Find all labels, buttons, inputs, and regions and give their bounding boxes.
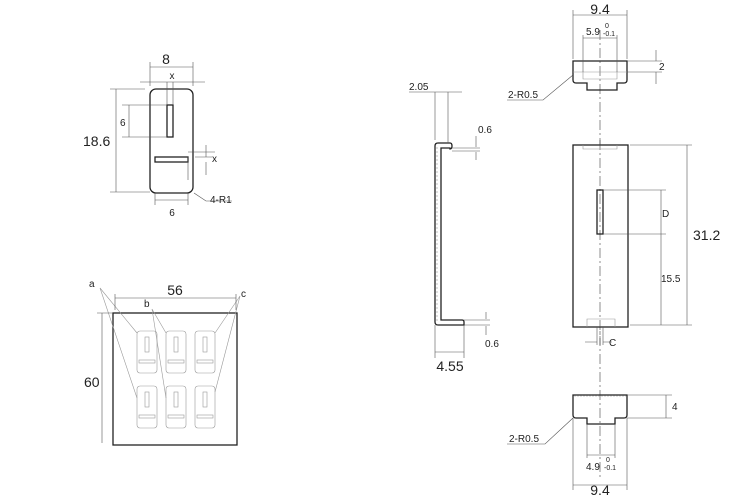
dim-top-radius: 2-R0.5 (508, 90, 538, 101)
dim-slot-offset: x (212, 154, 217, 165)
dim-top-flange: 2.05 (409, 82, 429, 93)
dim-bottom-flange: 4.55 (436, 358, 463, 374)
dim-slot-width: x (170, 71, 175, 82)
dim-body-height: 31.2 (693, 227, 720, 243)
tol-upper: 0 (605, 23, 609, 30)
dim-top-inner: 5.9 (586, 27, 600, 38)
tol-upper-bottom: 0 (606, 457, 610, 464)
top-cap: 9.4 5.9 0 -0.1 2 2-R0.5 (507, 1, 665, 101)
dim-slot-position: 15.5 (661, 274, 681, 285)
dim-height: 18.6 (83, 133, 110, 149)
front-view: 8 x 18.6 6 x 6 4-R1 (83, 51, 232, 219)
dim-bottom-height: 4 (672, 402, 678, 413)
dim-radius: 4-R1 (210, 195, 232, 206)
dim-width: 8 (162, 51, 170, 67)
horizontal-slot (154, 156, 189, 163)
body-slot (596, 189, 604, 235)
main-body: D 15.5 31.2 C (572, 140, 720, 349)
dim-bottom-radius: 2-R0.5 (509, 434, 539, 445)
side-profile: 2.05 0.6 0.6 4.55 (409, 82, 499, 374)
bottom-cap: 4 2-R0.5 4.9 0 -0.1 9.4 (507, 394, 678, 498)
dim-top-height: 2 (659, 62, 665, 73)
panel-view: 56 60 a b c (84, 279, 246, 446)
tol-lower: -0.1 (603, 31, 615, 38)
front-outline (149, 88, 194, 194)
label-a: a (89, 279, 95, 290)
dim-bottom-inner: 4.9 (586, 462, 600, 473)
label-c: c (241, 289, 246, 300)
body-outline (572, 144, 629, 328)
vertical-slot (166, 104, 174, 138)
dim-top-thickness: 0.6 (478, 125, 492, 136)
dim-slot-length: 6 (120, 118, 126, 129)
label-b: b (144, 299, 150, 310)
tol-lower-bottom: -0.1 (604, 465, 616, 472)
dim-panel-width: 56 (167, 282, 183, 298)
dim-slot-length-d: D (662, 209, 669, 220)
dim-bottom-thickness: 0.6 (485, 339, 499, 350)
dim-panel-height: 60 (84, 374, 100, 390)
dim-slot-width-c: C (609, 338, 616, 349)
dim-top-width: 9.4 (590, 1, 610, 17)
panel-outline (112, 312, 238, 446)
dim-bottom-slot: 6 (169, 208, 175, 219)
dim-bottom-width: 9.4 (590, 482, 610, 498)
